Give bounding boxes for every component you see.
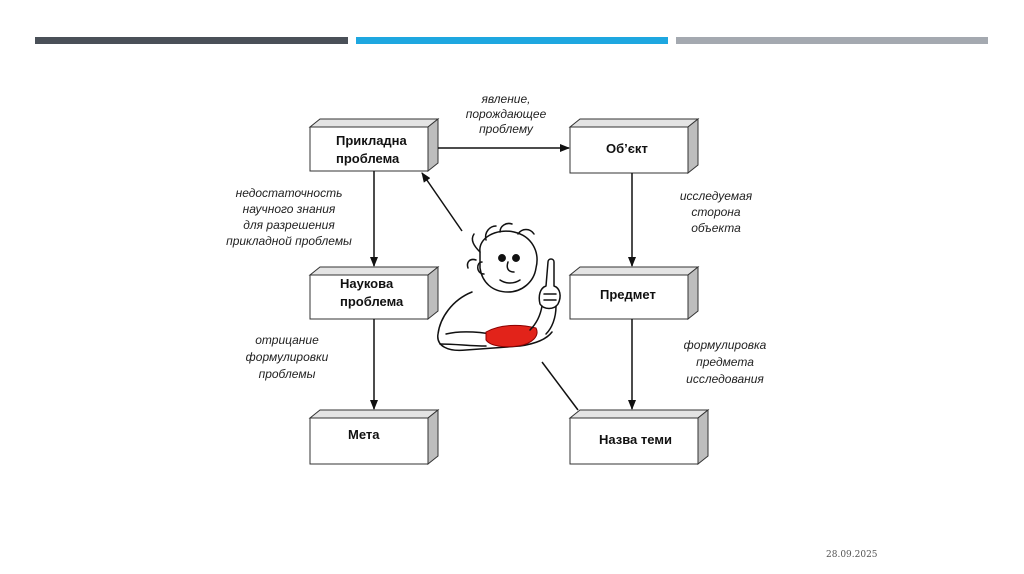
svg-text:исследования: исследования <box>686 372 764 386</box>
edge-label-insufficiency: недостаточность научного знания для разр… <box>226 186 352 248</box>
line-figure-to-topic <box>542 362 578 410</box>
box-object: Об’єкт <box>570 119 698 173</box>
svg-text:порождающее: порождающее <box>466 107 547 121</box>
edge-label-formulation: формулировка предмета исследования <box>684 338 767 386</box>
svg-text:формулировки: формулировки <box>246 350 329 364</box>
svg-text:предмета: предмета <box>696 355 754 369</box>
box-goal: Мета <box>310 410 438 464</box>
svg-text:исследуемая: исследуемая <box>680 189 753 203</box>
svg-text:для разрешения: для разрешения <box>243 218 335 232</box>
svg-text:отрицание: отрицание <box>255 333 319 347</box>
svg-text:объекта: объекта <box>691 221 741 235</box>
box-applied-problem: Прикладна проблема <box>310 119 438 171</box>
box-label-goal: Мета <box>348 427 380 442</box>
edge-label-negation: отрицание формулировки проблемы <box>246 333 329 381</box>
svg-text:научного знания: научного знания <box>243 202 336 216</box>
edge-label-phenomenon: явление, порождающее проблему <box>466 92 547 136</box>
svg-text:проблемы: проблемы <box>259 367 316 381</box>
footer-date: 28.09.2025 <box>826 550 878 560</box>
box-topic-name: Назва теми <box>570 410 708 464</box>
box-label-subject: Предмет <box>600 287 656 302</box>
box-label-applied-1: Прикладна <box>336 133 408 148</box>
thinking-person-illustration <box>438 223 560 350</box>
svg-text:явление,: явление, <box>480 92 530 106</box>
edge-label-studied-side: исследуемая сторона объекта <box>680 189 753 235</box>
svg-text:прикладной проблемы: прикладной проблемы <box>226 234 352 248</box>
box-label-topic: Назва теми <box>599 432 672 447</box>
svg-text:недостаточность: недостаточность <box>236 186 343 200</box>
arrow-figure-to-applied <box>422 173 462 231</box>
box-scientific-problem: Наукова проблема <box>310 267 438 319</box>
box-subject: Предмет <box>570 267 698 319</box>
box-label-object: Об’єкт <box>606 141 648 156</box>
svg-text:проблему: проблему <box>479 122 534 136</box>
box-label-scientific-1: Наукова <box>340 276 394 291</box>
svg-text:сторона: сторона <box>691 205 740 219</box>
box-label-scientific-2: проблема <box>340 294 404 309</box>
svg-text:формулировка: формулировка <box>684 338 767 352</box>
box-label-applied-2: проблема <box>336 151 400 166</box>
